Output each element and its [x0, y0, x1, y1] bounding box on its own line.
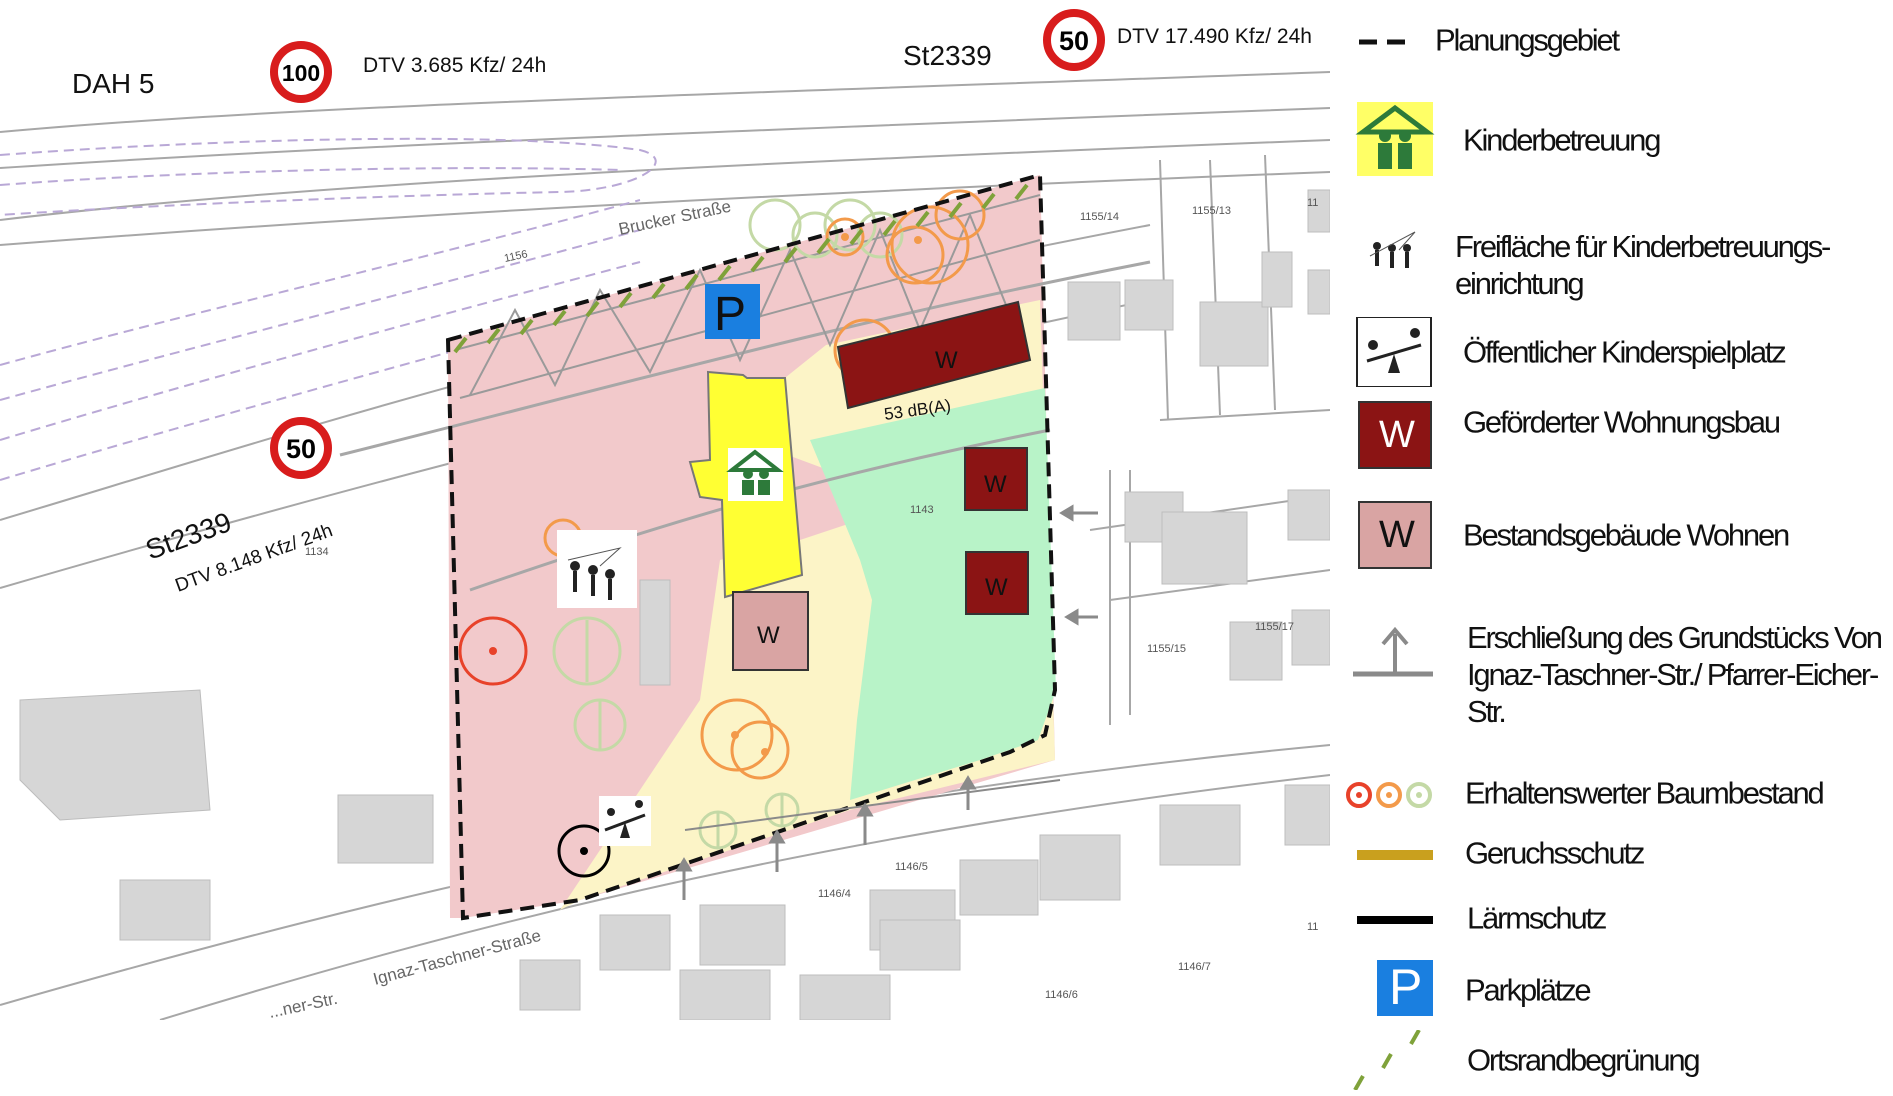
- parking-legend-letter: P: [1389, 959, 1423, 1015]
- legend-label-geruchsschutz: Geruchsschutz: [1465, 835, 1645, 871]
- label-st2339-top: St2339: [903, 40, 992, 71]
- kita-map-icon: [726, 448, 784, 501]
- parcel-11-a: 11: [1307, 197, 1318, 209]
- legend-label-spielplatz: Öffentlicher Kinderspielplatz: [1463, 334, 1787, 370]
- speed-sign-50-left-number: 50: [286, 434, 316, 464]
- parcel-1146-7: 1146/7: [1178, 961, 1211, 973]
- w-light-box-letter: W: [1379, 514, 1415, 556]
- playground-icon: [1356, 317, 1432, 387]
- legend-dashed-line-icon: [1359, 39, 1405, 45]
- planning-area-outline: [445, 172, 1058, 921]
- parcel-1155-14: 1155/14: [1080, 211, 1119, 223]
- parcel-1143: 1143: [910, 504, 934, 516]
- legend-row-laermschutz: Lärmschutz: [1345, 888, 1893, 948]
- small-building: [639, 579, 671, 686]
- parcel-1134: 1134: [305, 546, 329, 558]
- w-label-1: W: [935, 347, 958, 374]
- access-arrows: [675, 504, 1098, 900]
- speed-sign-100-number: 100: [282, 60, 320, 86]
- legend-row-freiflaeche: Freifläche für Kinderbetreuungs-einricht…: [1345, 210, 1893, 320]
- parking-map-icon: [705, 284, 760, 339]
- legend-label-planungsgebiet: Planungsgebiet: [1435, 22, 1620, 58]
- legend-label-gefoerdert: Geförderter Wohnungsbau: [1463, 404, 1781, 440]
- legend-label-bestand: Bestandsgebäude Wohnen: [1463, 517, 1790, 553]
- legend-label-laermschutz: Lärmschutz: [1467, 900, 1607, 936]
- w-dark-box-icon: [1358, 401, 1432, 469]
- parcel-1156: 1156: [503, 248, 529, 265]
- parcel-1146-5: 1146/5: [895, 861, 928, 873]
- w-light-box-icon: [1358, 501, 1432, 569]
- parcel-1155-15: 1155/15: [1147, 643, 1186, 655]
- tree-circles-icon: [1346, 782, 1432, 808]
- legend-label-ortsrand: Ortsrandbegrünung: [1467, 1042, 1701, 1078]
- tree-trunk-marks: [585, 620, 784, 848]
- speed-sign-50-left: [270, 417, 332, 479]
- label-dtv-100: DTV 3.685 Kfz/ 24h: [363, 54, 546, 77]
- legend-label-parkplaetze: Parkplätze: [1465, 972, 1592, 1008]
- black-bar-icon: [1357, 916, 1433, 924]
- speed-sign-100: [270, 41, 332, 103]
- edge-greening-dashes: [453, 183, 1029, 354]
- w-label-3: W: [985, 574, 1008, 601]
- legend-row-parkplaetze: P Parkplätze: [1345, 959, 1893, 1020]
- parcel-11-b: 11: [1307, 921, 1318, 933]
- subsidized-housing-buildings: [836, 300, 1032, 615]
- legend-label-freiflaeche: Freifläche für Kinderbetreuungs-einricht…: [1455, 228, 1831, 301]
- w-dark-box-letter: W: [1379, 414, 1415, 456]
- legend-row-bestand: W Bestandsgebäude Wohnen: [1345, 500, 1893, 570]
- site-plan-map: W W W W P 53 dB(A): [0, 9, 1330, 1020]
- parcel-1146-4: 1146/4: [818, 888, 851, 900]
- legend: Planungsgebiet Kinderbetreuung Freifläch…: [1345, 0, 1893, 1096]
- playground-map-icon: [599, 796, 651, 846]
- legend-label-erschliessung: Erschließung des Grundstücks Von Ignaz-T…: [1467, 620, 1883, 730]
- legend-row-planungsgebiet: Planungsgebiet: [1345, 10, 1893, 70]
- existing-housing-building: [732, 591, 809, 671]
- kita-icon: [1355, 102, 1435, 176]
- legend-row-erschliessung: Erschließung des Grundstücks Von Ignaz-T…: [1345, 600, 1893, 750]
- legend-row-geruchsschutz: Geruchsschutz: [1345, 823, 1893, 883]
- w-label-2: W: [984, 471, 1007, 498]
- speed-sign-50-top: [1043, 9, 1105, 71]
- legend-label-baumbestand: Erhaltenswerter Baumbestand: [1465, 775, 1825, 811]
- legend-row-gefoerdert: W Geförderter Wohnungsbau: [1345, 400, 1893, 470]
- surrounding-buildings: [19, 189, 1330, 1020]
- parking-map-letter: P: [714, 288, 746, 341]
- tree-centers: [489, 233, 922, 855]
- label-dah5: DAH 5: [72, 68, 154, 99]
- green-dashes-icon: [1353, 1030, 1421, 1090]
- olive-bar-icon: [1357, 850, 1433, 860]
- parcel-1155-17: 1155/17: [1255, 621, 1294, 633]
- parking-icon: [1377, 960, 1433, 1016]
- legend-row-baumbestand: Erhaltenswerter Baumbestand: [1345, 763, 1893, 823]
- kids-playing-icon: [1369, 231, 1416, 268]
- w-label-existing: W: [757, 622, 780, 649]
- legend-row-kinderbetreuung: Kinderbetreuung: [1345, 102, 1893, 176]
- legend-label-kinderbetreuung: Kinderbetreuung: [1463, 122, 1661, 158]
- parcel-1146-6: 1146/6: [1045, 989, 1078, 1001]
- legend-row-spielplatz: Öffentlicher Kinderspielplatz: [1345, 317, 1893, 387]
- label-dtv-50-top: DTV 17.490 Kfz/ 24h: [1117, 25, 1312, 48]
- access-arrow-icon: [1353, 626, 1433, 677]
- parcel-1155-13: 1155/13: [1192, 205, 1231, 217]
- legend-row-ortsrand: Ortsrandbegrünung: [1345, 1030, 1893, 1090]
- speed-sign-50-top-number: 50: [1059, 26, 1089, 56]
- kids-playing-map-icon: [557, 530, 637, 608]
